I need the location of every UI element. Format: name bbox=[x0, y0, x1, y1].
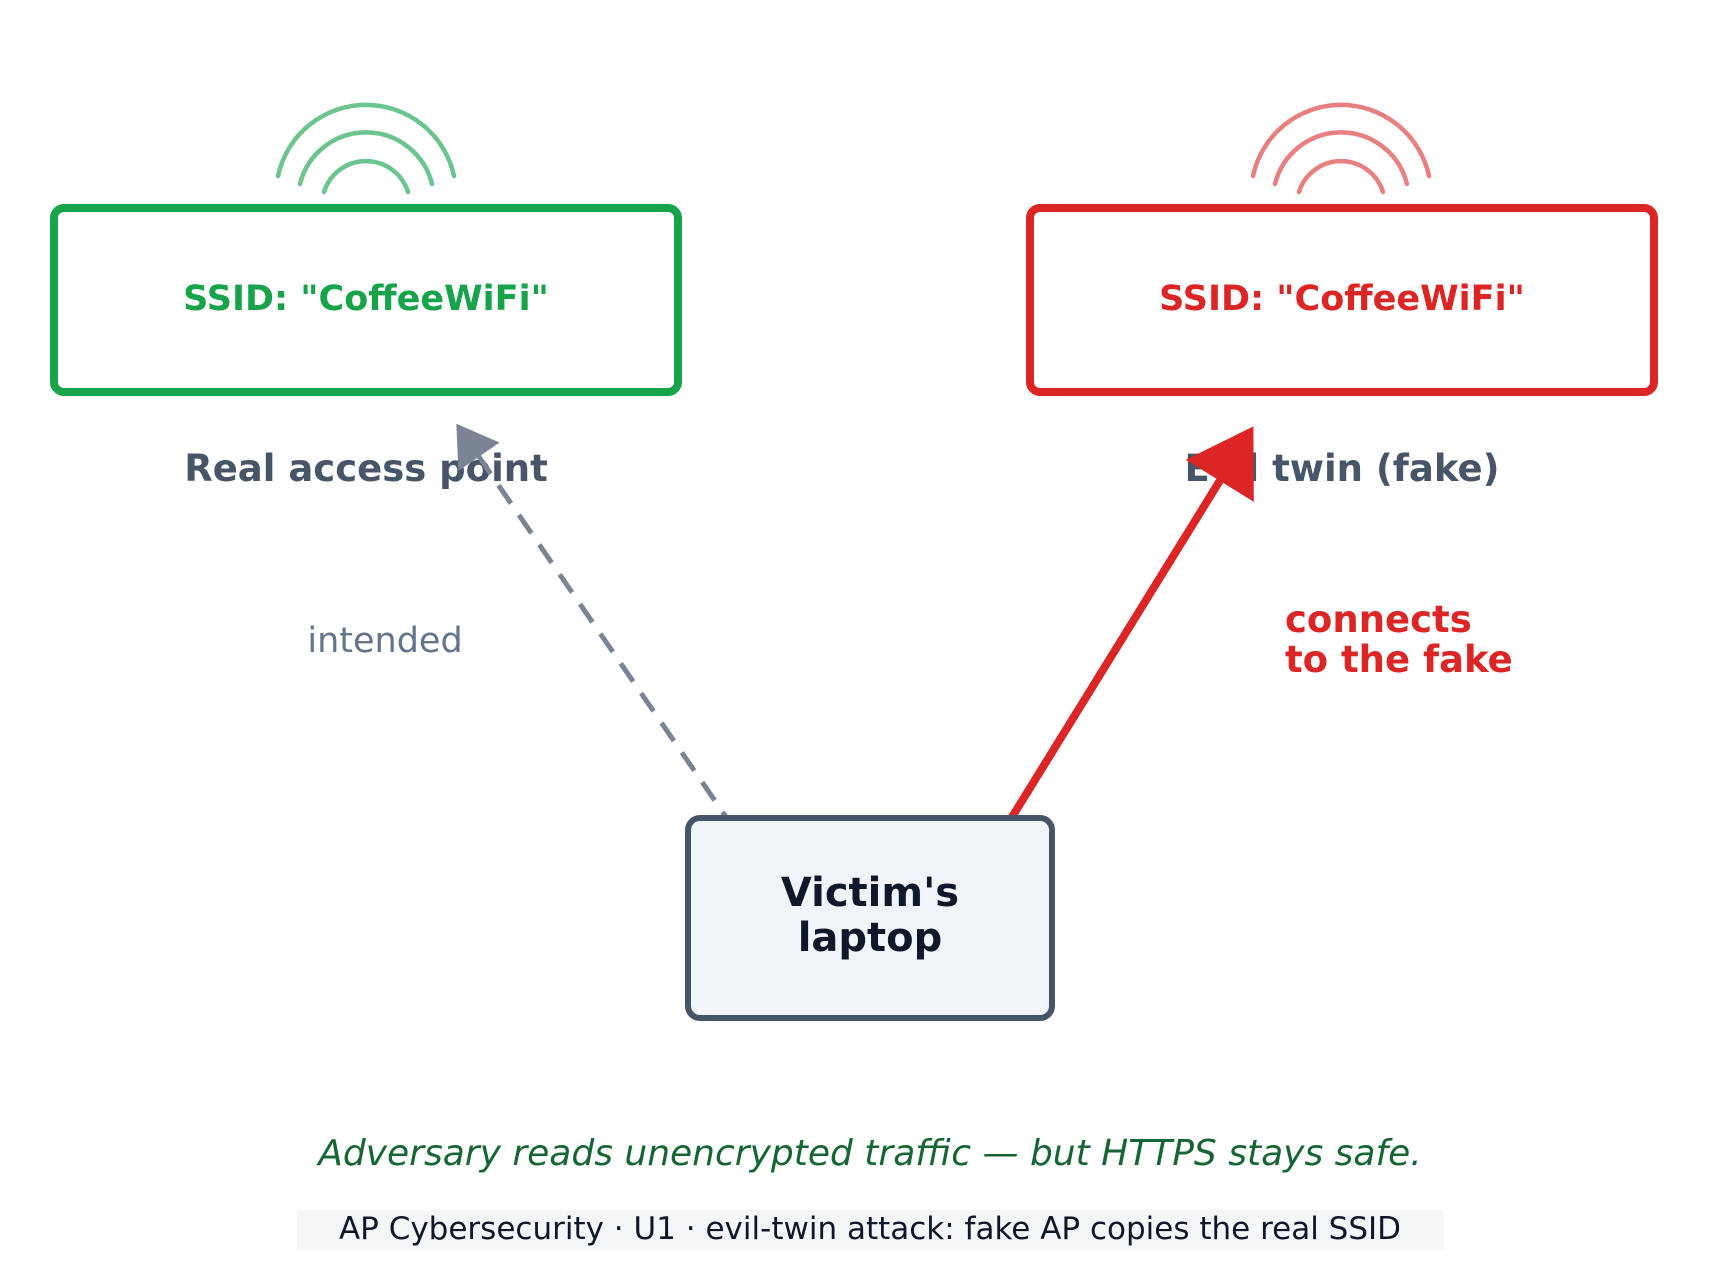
laptop-label-line1: Victim's bbox=[781, 870, 959, 916]
real-ap-label: Real access point bbox=[184, 447, 548, 490]
real-ap-box bbox=[50, 204, 682, 396]
laptop-label-line2: laptop bbox=[798, 915, 943, 961]
connects-label-line1: connects bbox=[1285, 598, 1472, 641]
connects-label-line2: to the fake bbox=[1285, 638, 1513, 681]
victim-laptop-box bbox=[685, 815, 1055, 1021]
wifi-signal-icon-evil bbox=[1250, 102, 1432, 195]
evil-twin-box bbox=[1026, 204, 1658, 396]
intended-arrow bbox=[456, 423, 738, 832]
caption-text: AP Cybersecurity · U1 · evil-twin attack… bbox=[339, 1211, 1401, 1247]
connects-arrow bbox=[1000, 426, 1254, 833]
takeaway-text: Adversary reads unencrypted traffic — bu… bbox=[316, 1133, 1422, 1174]
evil-twin-ssid: SSID: "CoffeeWiFi" bbox=[1159, 279, 1525, 319]
real-ap-ssid: SSID: "CoffeeWiFi" bbox=[183, 279, 549, 319]
intended-label: intended bbox=[307, 621, 462, 661]
caption-background bbox=[297, 1210, 1444, 1250]
wifi-signal-icon-real bbox=[275, 102, 457, 195]
